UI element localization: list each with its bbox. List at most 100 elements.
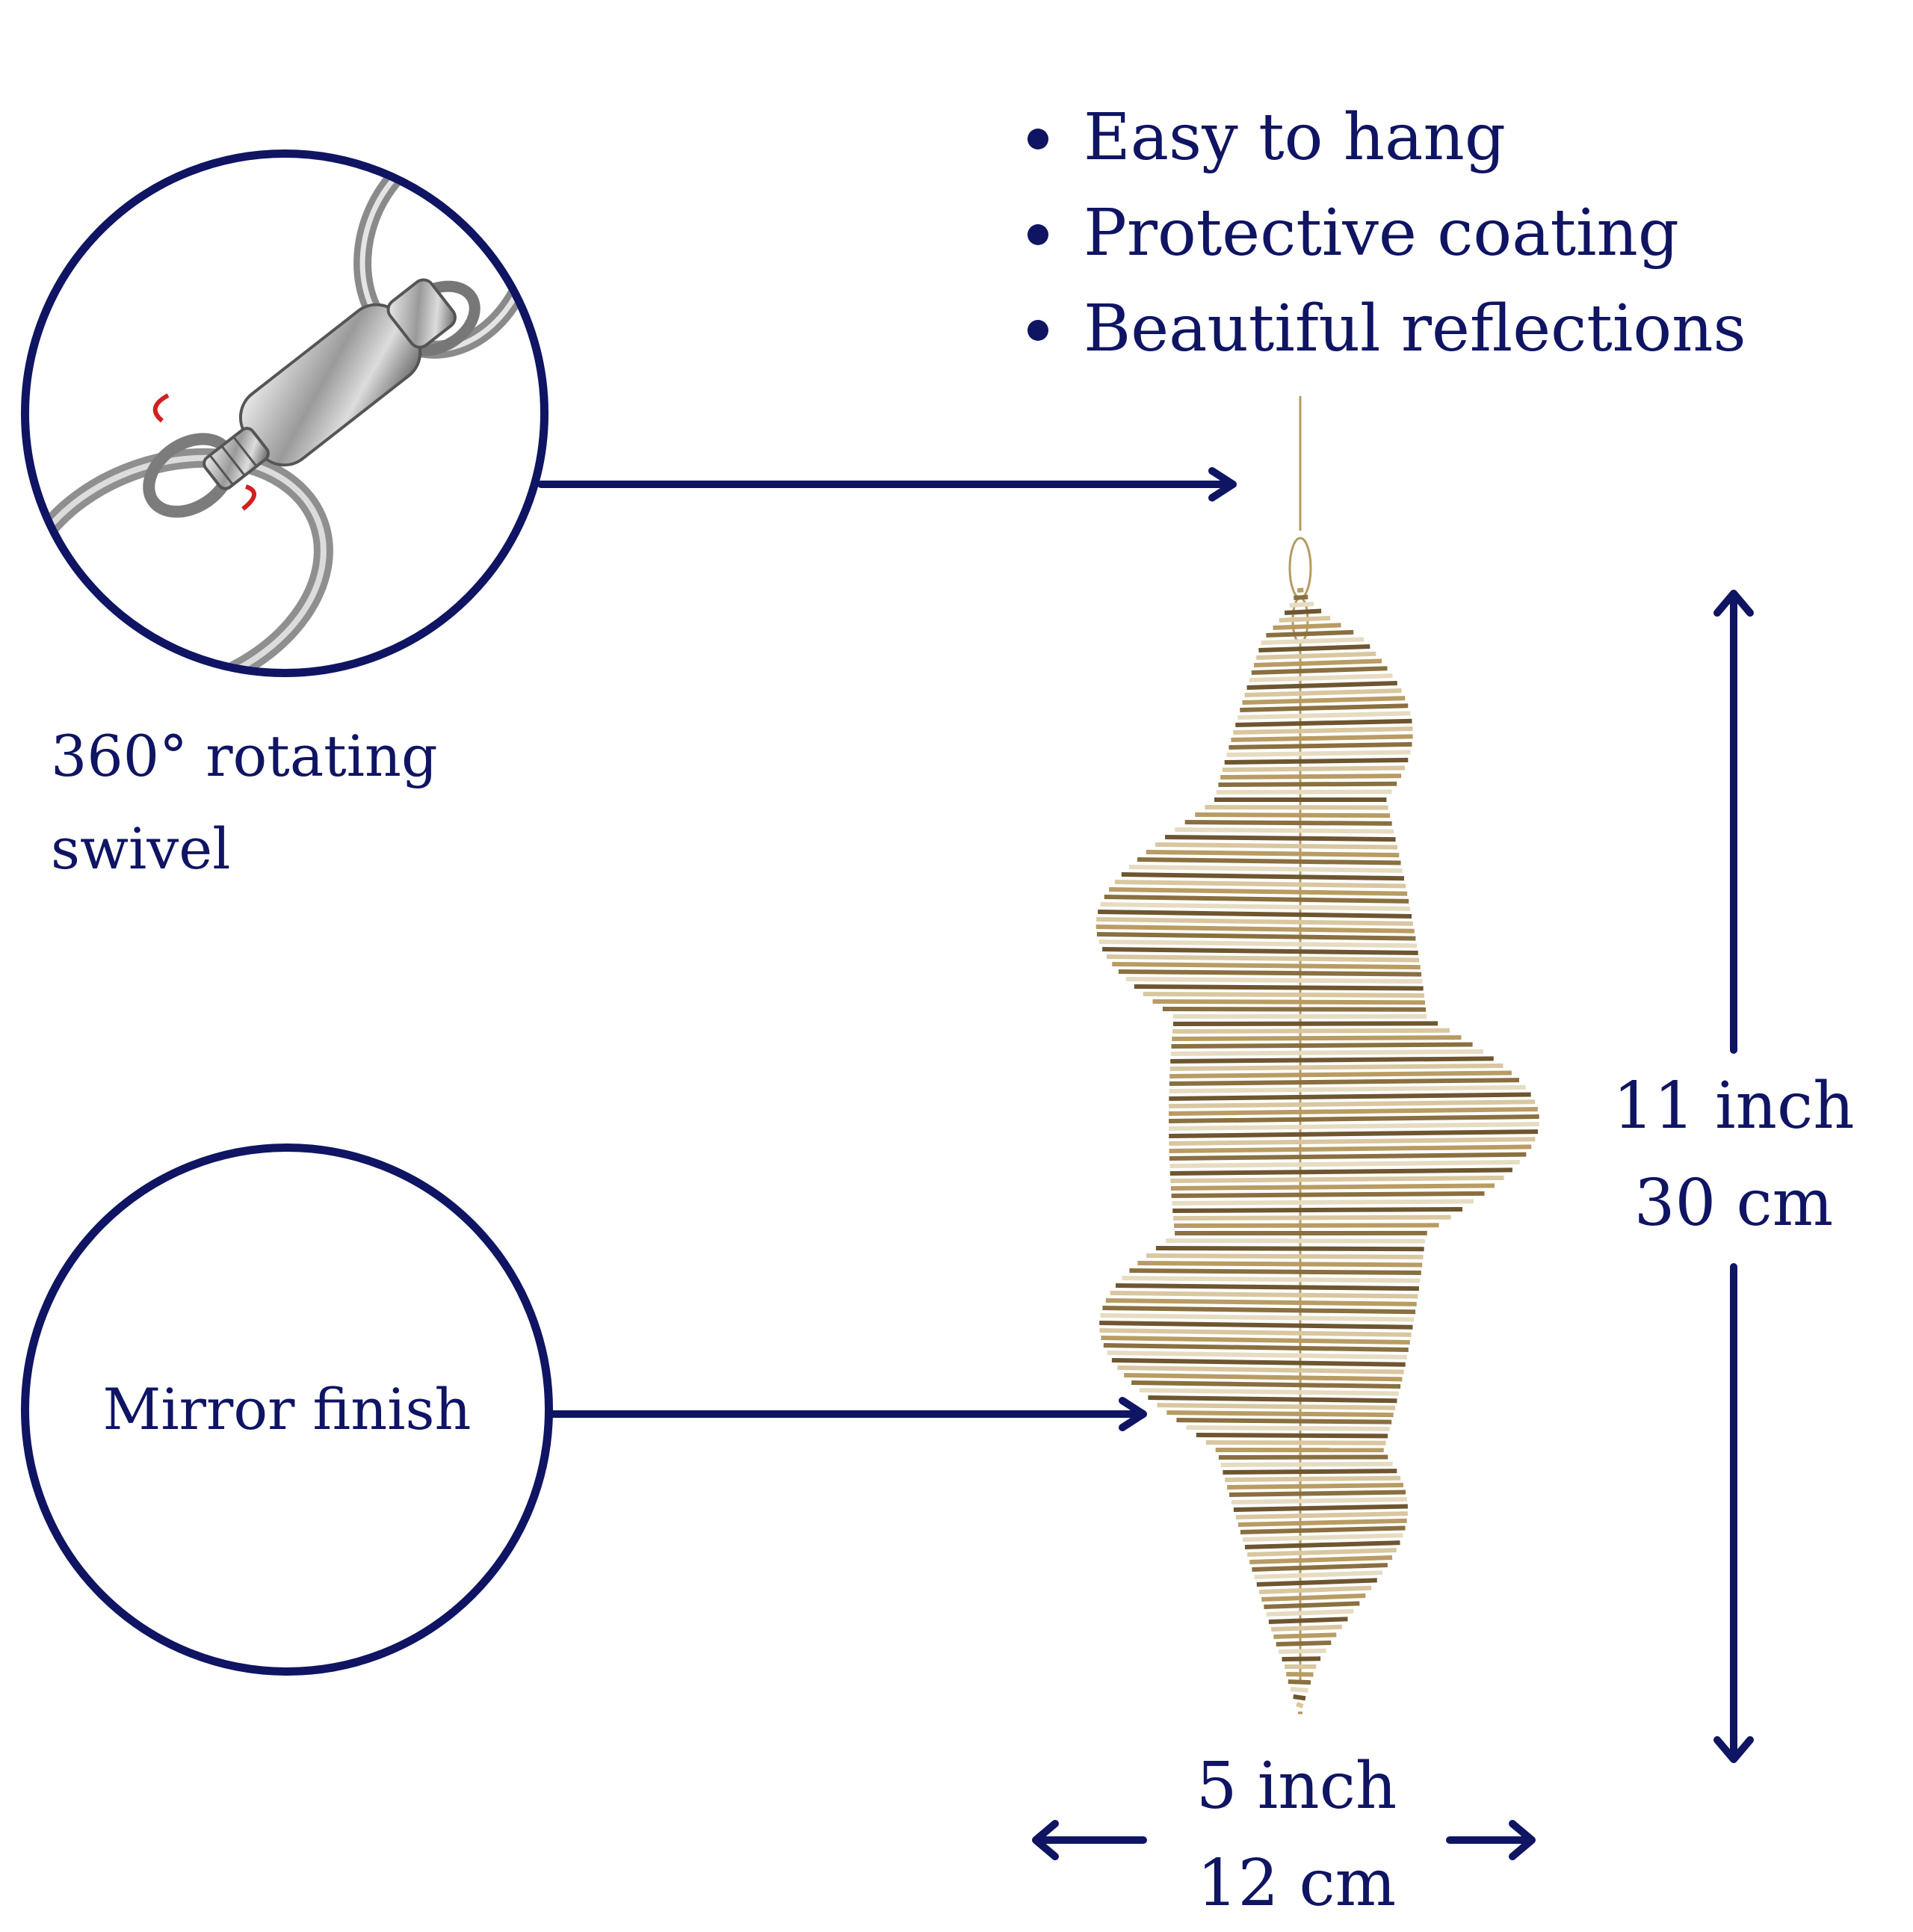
spiral-slat xyxy=(1237,713,1410,717)
spiral-slat xyxy=(1185,822,1392,824)
spiral-slat xyxy=(1122,874,1404,878)
spiral-slat xyxy=(1156,1248,1424,1249)
spiral-slat xyxy=(1129,867,1403,871)
spiral-slat xyxy=(1143,994,1424,996)
spiral-slat xyxy=(1169,1155,1527,1158)
spiral-slat xyxy=(1165,837,1396,839)
width-cm-label: 12 cm xyxy=(1151,1835,1442,1932)
spiral-slat xyxy=(1134,987,1424,989)
spiral-slat xyxy=(1223,1471,1397,1472)
spiral-slat xyxy=(1233,729,1412,732)
spiral-slat xyxy=(1170,1058,1494,1061)
spiral-slat xyxy=(1227,752,1411,755)
spiral-slat xyxy=(1187,1428,1390,1429)
spiral-slat xyxy=(1227,1485,1403,1487)
spiral-slat xyxy=(1279,1651,1326,1652)
spiral-slat xyxy=(1169,1073,1512,1076)
spiral-slat xyxy=(1148,1398,1397,1401)
spiral-slat xyxy=(1169,1102,1535,1106)
spiral-slat xyxy=(1172,1037,1461,1039)
spiral-slat xyxy=(1112,1360,1406,1365)
spiral-slat xyxy=(1176,1420,1391,1422)
spiral-slat xyxy=(1109,889,1407,894)
spiral-slat xyxy=(1217,791,1392,792)
spiral-slat xyxy=(1285,611,1321,613)
spiral-slat xyxy=(1231,1499,1407,1502)
spiral-slat xyxy=(1240,706,1408,710)
spiral-slat xyxy=(1279,618,1331,620)
spiral-slat xyxy=(1171,1185,1495,1188)
spiral-slat xyxy=(1235,721,1412,725)
spiral-slat xyxy=(1231,736,1412,740)
spiral-slat xyxy=(1155,845,1397,848)
spiral-slat xyxy=(1119,972,1421,975)
spiral-slat xyxy=(1256,654,1376,658)
spiral-slat xyxy=(1137,859,1401,863)
height-inch-label: 11 inch xyxy=(1592,1058,1876,1155)
spiral-slat xyxy=(1206,1442,1386,1443)
spiral-slat xyxy=(1169,1094,1530,1099)
spiral-slat xyxy=(1242,698,1405,703)
spiral-slat xyxy=(1173,1023,1438,1024)
spiral-slat xyxy=(1104,897,1409,901)
spiral-slat xyxy=(1247,1550,1397,1555)
spiral-slat xyxy=(1173,1217,1450,1218)
spiral-slat xyxy=(1245,691,1402,695)
spiral-slat xyxy=(1099,942,1417,945)
spiral-slat xyxy=(1169,1162,1520,1166)
spiral-slat xyxy=(1174,1225,1439,1226)
spiral-slat xyxy=(1163,1009,1426,1010)
spiral-slat xyxy=(1146,852,1400,855)
spiral-slat xyxy=(1124,1375,1402,1379)
spiral-slat xyxy=(1271,1627,1342,1629)
spiral-slat xyxy=(1264,1603,1359,1607)
spiral-slat xyxy=(1170,1178,1503,1181)
spiral-slat xyxy=(1097,934,1416,939)
spiral-slat xyxy=(1116,1286,1419,1288)
spiral-slat xyxy=(1257,1580,1377,1584)
spiral-slat xyxy=(1258,646,1370,650)
spiral-slat xyxy=(1249,1558,1392,1562)
spiral-slat xyxy=(1220,776,1401,777)
spiral-slat xyxy=(1169,1087,1526,1091)
spiral-slat xyxy=(1158,1405,1396,1408)
spiral-slat xyxy=(1169,1132,1538,1136)
spiral-slat xyxy=(1102,949,1418,953)
width-inch-label: 5 inch xyxy=(1151,1738,1442,1835)
spiral-slat xyxy=(1171,1052,1483,1054)
spiral-slat xyxy=(1282,1658,1321,1659)
spiral-slat xyxy=(1172,1201,1474,1203)
spiral-slat xyxy=(1236,1513,1408,1517)
spiral-slat xyxy=(1259,1588,1371,1592)
spiral-slat xyxy=(1252,1565,1388,1570)
spiral-slat xyxy=(1297,1704,1302,1706)
spiral-slat xyxy=(1140,1390,1399,1394)
spiral-slat xyxy=(1196,1435,1388,1436)
spiral-slat xyxy=(1098,912,1412,916)
spiral-slat xyxy=(1146,1256,1423,1257)
spiral-slat xyxy=(1273,1635,1336,1637)
spiral-slat xyxy=(1102,1308,1415,1312)
spiral-slat xyxy=(1261,1596,1365,1599)
spiral-slat xyxy=(1225,1478,1400,1480)
spiral-slat xyxy=(1243,1535,1403,1540)
spiral-slat xyxy=(1101,1338,1409,1342)
spiral-slat xyxy=(1286,1674,1313,1675)
spiral-slat xyxy=(1255,1573,1383,1577)
spiral-slat xyxy=(1137,1263,1422,1265)
spiral-slat xyxy=(1273,625,1341,628)
spiral-slat xyxy=(1266,632,1353,635)
spiral-slat xyxy=(1291,1689,1308,1691)
spiral-slat xyxy=(1205,807,1388,808)
spiral-slat xyxy=(1229,744,1412,747)
spiral-spinner-image xyxy=(1061,396,1584,1741)
spiral-slat xyxy=(1126,979,1423,981)
spiral-slat xyxy=(1276,1643,1332,1644)
spiral-slat xyxy=(1172,1045,1473,1046)
height-cm-label: 30 cm xyxy=(1592,1155,1876,1252)
spiral-slat xyxy=(1115,882,1406,886)
spiral-slat xyxy=(1122,1278,1421,1281)
spiral-slat xyxy=(1245,1543,1400,1547)
spiral-slat xyxy=(1169,1146,1532,1151)
spiral-slat xyxy=(1267,1611,1354,1614)
